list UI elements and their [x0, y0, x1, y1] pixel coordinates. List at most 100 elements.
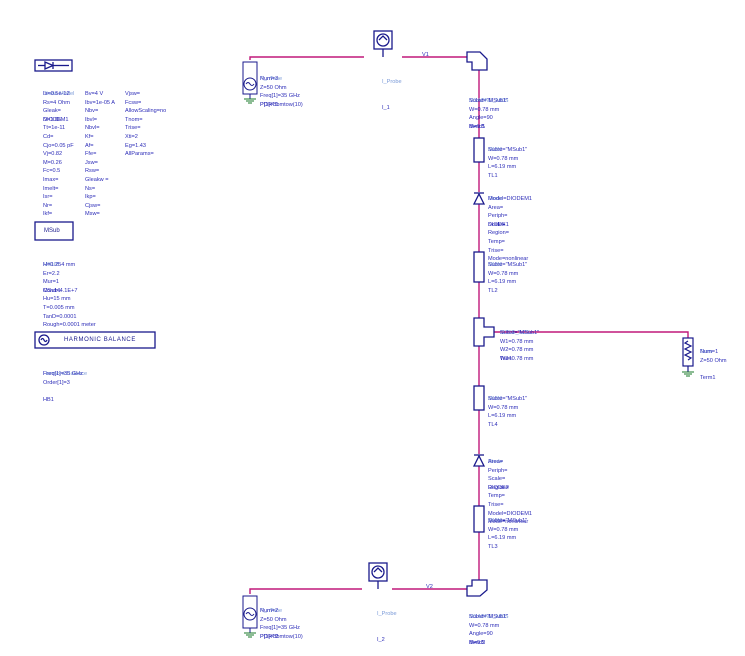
param-line: TanD=0.0001: [43, 313, 77, 320]
param-line: W=0.78 mm: [488, 155, 519, 162]
tee-name: Tee1: [500, 355, 513, 362]
bend2-params: MSABND_MDS Bend2: [469, 596, 508, 656]
param-line: Subst="MSub1": [488, 518, 528, 524]
term-symbol[interactable]: [682, 337, 694, 372]
param-line: Num=2: [260, 608, 279, 614]
param-line: Rs=4 Ohm: [43, 99, 70, 106]
tl2-symbol[interactable]: [473, 251, 485, 283]
param-line: W=0.78 mm: [488, 270, 519, 277]
tl3-symbol[interactable]: [473, 505, 485, 533]
diode1-symbol[interactable]: [472, 192, 486, 205]
param-line: Temp=: [488, 493, 505, 500]
param-line: Cjo=0.05 pF: [43, 142, 74, 149]
hb-params: HarmonicBalance HB1: [43, 353, 87, 413]
tl2-params: MLIN TL2: [488, 244, 501, 304]
param-line: Ibvl=: [85, 116, 97, 123]
param-line: Cond=4.1E+7: [43, 287, 78, 294]
bend1-title: MSABND_MDS: [469, 98, 509, 105]
tee-symbol[interactable]: [473, 317, 495, 347]
param-line: Is=0.5e-12: [43, 91, 70, 97]
param-line: Jsw=: [85, 159, 98, 166]
probe1-label: I_Probe I_1: [382, 61, 402, 121]
param-line: Ffe=: [85, 151, 97, 158]
wire-tee-term[interactable]: [494, 331, 689, 338]
param-line: Subst="MSub1": [488, 147, 528, 153]
param-line: Region=: [488, 484, 509, 491]
param-line: Hu=15 mm: [43, 296, 71, 303]
port1-params: P_nTone PORT1: [260, 58, 282, 118]
tee-title: MTEE_ADS: [500, 330, 531, 337]
param-line: Gleakw =: [85, 176, 109, 183]
tl4-symbol[interactable]: [473, 385, 485, 411]
hb-name: HB1: [43, 396, 54, 403]
param-line: Angle=90: [469, 115, 493, 122]
param-line: Cjsw=: [85, 202, 101, 209]
wire-port1-probe1[interactable]: [249, 56, 364, 60]
param-line: W3=0.78 mm: [500, 355, 534, 362]
msub-icon-label: MSub: [44, 228, 60, 234]
tl4-params: MLIN TL4: [488, 378, 501, 438]
param-line: W=0.78 mm: [469, 106, 500, 113]
param-line: M=0.5: [469, 123, 485, 130]
param-line: P[1]=dbmtow(10): [260, 101, 303, 108]
hb-title: HarmonicBalance: [43, 371, 88, 378]
msub-icon[interactable]: [34, 221, 74, 241]
tl1-symbol[interactable]: [473, 137, 485, 163]
param-line: Trise=: [125, 125, 141, 132]
param-line: W=0.78 mm: [469, 622, 500, 629]
bend1-symbol[interactable]: [466, 51, 488, 71]
current-probe-2[interactable]: [368, 562, 388, 589]
tl3-title: MLIN: [488, 518, 502, 525]
term-params: Term Term1: [700, 331, 716, 391]
tl1-param-list: Subst="MSub1" W=0.78 mm L=6.19 mm: [488, 146, 527, 172]
param-line: Rsw=: [85, 168, 100, 175]
param-line: Subst="MSub1": [469, 98, 509, 104]
wire-probe2-port2[interactable]: [249, 588, 362, 594]
port1-source-symbol[interactable]: [242, 61, 258, 99]
msub-name: MSub1: [43, 287, 61, 294]
diode2-symbol[interactable]: [472, 454, 486, 467]
param-line: W=0.78 mm: [488, 404, 519, 411]
diode-model-title: Diode Model: [43, 91, 75, 98]
param-line: Num=3: [260, 76, 279, 82]
param-line: L=6.19 mm: [488, 164, 517, 171]
ground-icon: [244, 632, 256, 638]
param-line: W=0.78 mm: [488, 526, 519, 533]
param-line: Model=DIODEM1: [488, 510, 532, 517]
diode-model-params: Diode Model DIODEM1: [43, 73, 74, 133]
param-line: Subst="MSub1": [488, 262, 528, 268]
param-line: Imelt=: [43, 185, 59, 192]
param-line: Ns=: [85, 185, 96, 192]
diode2-params: Diode DIODE2: [488, 441, 509, 501]
current-probe-1[interactable]: [373, 30, 393, 57]
param-line: Eg=1.43: [125, 142, 146, 149]
param-line: Z=50 Ohm: [260, 84, 287, 91]
param-line: Subst="MSub1": [469, 614, 509, 620]
harmonic-balance-icon[interactable]: [34, 331, 156, 349]
param-line: M=0.26: [43, 159, 62, 166]
wires: [249, 56, 689, 594]
param-line: Temp=: [488, 238, 505, 245]
bend2-symbol[interactable]: [466, 579, 488, 597]
param-line: Area=: [488, 459, 504, 465]
port2-source-symbol[interactable]: [242, 595, 258, 633]
param-line: Z=50 Ohm: [260, 616, 287, 623]
param-line: Nbvl=: [85, 125, 100, 132]
param-line: Order[1]=3: [43, 379, 70, 386]
tl1-name: TL1: [488, 172, 498, 179]
param-line: Rough=0.0001 meter: [43, 322, 96, 329]
diode-model-icon[interactable]: [34, 59, 73, 72]
probe2-name: I_2: [377, 636, 385, 643]
bend2-title: MSABND_MDS: [469, 614, 509, 621]
param-line: Mur=1: [43, 279, 60, 286]
node-label-v2: V2: [426, 584, 433, 590]
